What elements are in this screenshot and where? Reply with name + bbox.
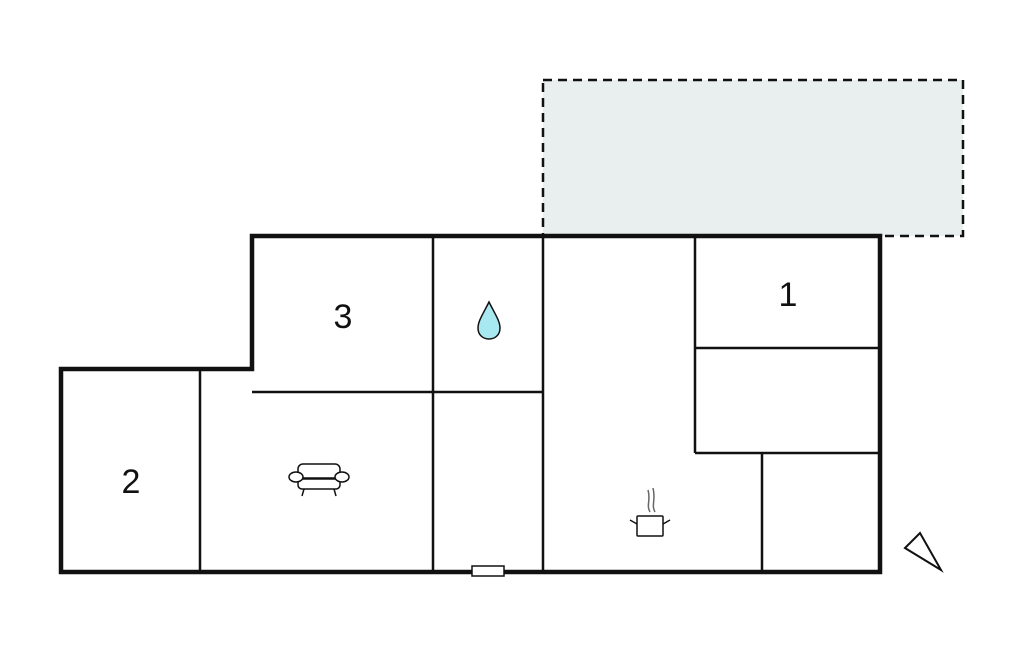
room-label-2: 2: [122, 463, 141, 501]
entrance-door: [471, 565, 505, 577]
room-label-3: 3: [334, 298, 353, 336]
water-drop-icon: [477, 300, 501, 340]
cooking-pot-icon: [629, 487, 671, 537]
outer-wall: [58, 233, 883, 575]
room-label-1: 1: [779, 276, 798, 314]
sofa-icon: [288, 463, 350, 497]
terrace-area: [541, 78, 965, 238]
interior-walls: [198, 236, 880, 572]
north-arrow-icon: [903, 531, 944, 573]
